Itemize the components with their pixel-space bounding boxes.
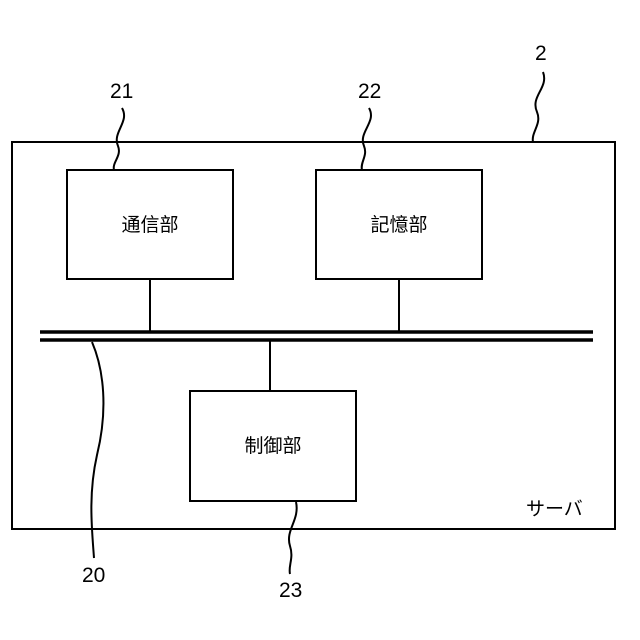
server-leader-line [533, 72, 544, 142]
bus-ref-number: 20 [82, 564, 105, 587]
server-ref-number: 2 [535, 42, 547, 65]
control-unit-leader-line [289, 502, 297, 574]
communication-unit-ref-number: 21 [110, 80, 133, 103]
storage-unit-leader-line [362, 108, 371, 170]
bus-leader-line [91, 342, 103, 558]
communication-unit-leader-line [114, 108, 124, 170]
storage-unit-ref-number: 22 [358, 80, 381, 103]
control-unit-label: 制御部 [244, 435, 301, 457]
control-unit-ref-number: 23 [279, 579, 302, 602]
storage-unit-label: 記憶部 [370, 214, 427, 236]
communication-unit-label: 通信部 [121, 214, 178, 236]
server-label: サーバ [526, 498, 583, 520]
